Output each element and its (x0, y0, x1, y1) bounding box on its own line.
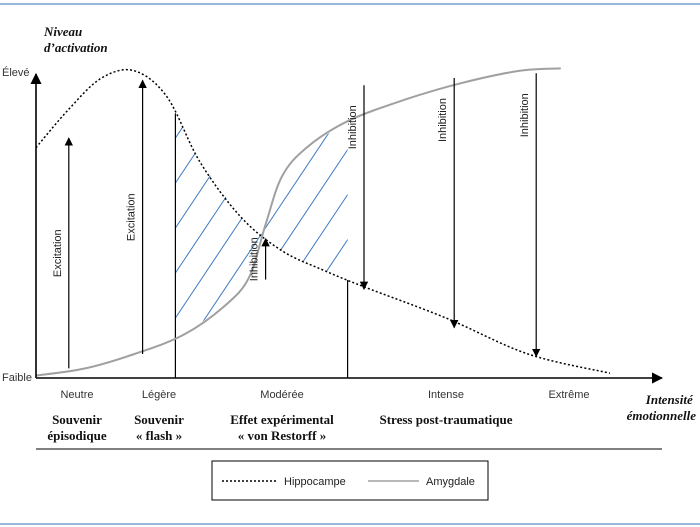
hatch-line (175, 113, 348, 339)
category-label-3: Stress post-traumatique (379, 412, 512, 427)
y-tick-low: Faible (2, 372, 32, 384)
category-label-line: Souvenir (52, 412, 102, 427)
x-tick-0: Neutre (60, 389, 93, 401)
hatch-line (284, 113, 348, 339)
x-tick-2: Modérée (260, 389, 303, 401)
series-line-amygdale (35, 67, 561, 377)
x-axis-title-line1: Intensité (645, 392, 694, 407)
arrow-label-1: Excitation (126, 193, 138, 241)
arrow-label-3: Inhibition (347, 105, 359, 149)
arrow-label-5: Inhibition (519, 93, 531, 137)
category-label-1: Souvenir« flash » (134, 412, 184, 443)
legend-label-amygdale: Amygdale (426, 476, 475, 488)
hatch-line (175, 113, 296, 339)
arrow-label-4: Inhibition (437, 98, 449, 142)
hatch-line (344, 113, 348, 339)
x-tick-1: Légère (142, 389, 176, 401)
legend: Hippocampe Amygdale (211, 460, 489, 501)
y-axis-title: Niveau d’activation (43, 24, 108, 55)
category-label-line: Stress post-traumatique (379, 412, 512, 427)
hatch-line (254, 113, 348, 339)
series-lines (35, 67, 611, 377)
hatch-line (314, 113, 348, 339)
arrow-label-0: Excitation (52, 229, 64, 277)
category-label-line: « von Restorff » (238, 428, 326, 443)
legend-label-hippocampe: Hippocampe (284, 476, 346, 488)
hatch-line (175, 113, 266, 339)
activation-arrows: ExcitationExcitationInhibitionInhibition… (52, 73, 541, 369)
x-tick-4: Extrême (549, 389, 590, 401)
category-label-2: Effet expérimental« von Restorff » (230, 412, 334, 443)
y-tick-high: Élevé (2, 66, 30, 79)
category-label-line: « flash » (136, 428, 182, 443)
arrow-label-2: Inhibition (249, 237, 261, 281)
category-label-line: Souvenir (134, 412, 184, 427)
region-boundaries (174, 113, 349, 378)
hatch-line (194, 113, 348, 339)
x-axis-title: Intensité émotionnelle (627, 392, 697, 423)
hatched-region (175, 48, 625, 378)
series-line-hippocampe (35, 68, 611, 374)
hatch-line (405, 48, 625, 378)
x-axis-title-line2: émotionnelle (627, 408, 697, 423)
y-axis-title-line2: d’activation (44, 40, 108, 55)
x-tick-labels: Neutre Légère Modérée Intense Extrême (60, 389, 589, 401)
category-label-line: épisodique (47, 428, 106, 443)
category-label-line: Effet expérimental (230, 412, 334, 427)
hatch-line (175, 113, 348, 339)
hatch-line (175, 113, 326, 339)
y-axis-title-line1: Niveau (43, 24, 82, 39)
x-tick-3: Intense (428, 389, 464, 401)
